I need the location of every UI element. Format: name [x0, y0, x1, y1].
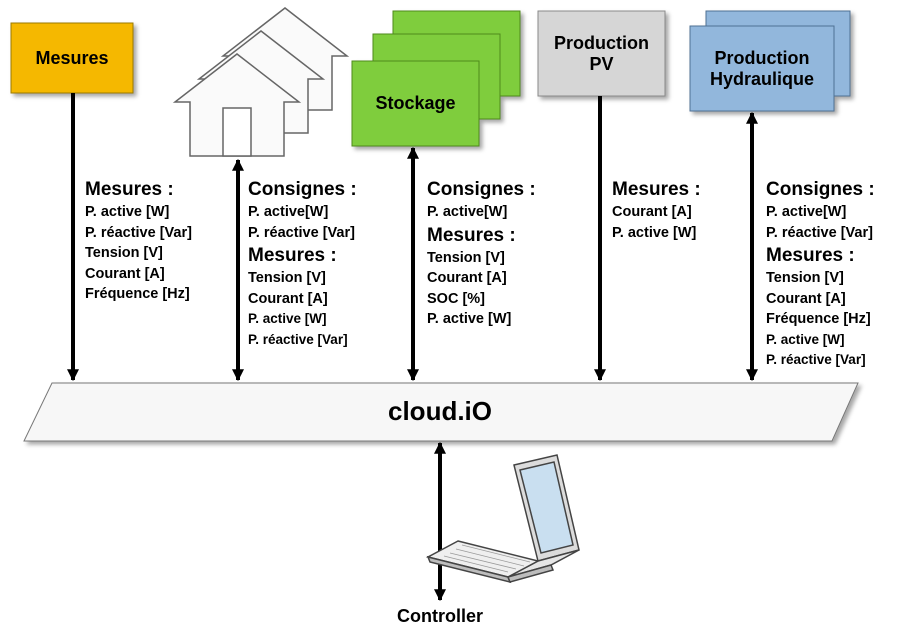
pv-column-text: Mesures : Courant [A] P. active [W] — [612, 177, 701, 243]
col4-item: Courant [A] — [612, 204, 692, 220]
mesures-box-label: Mesures — [35, 47, 109, 68]
col1-heading: Mesures : — [85, 179, 174, 200]
col2-consigne-item: P. réactive [Var] — [248, 224, 355, 241]
stockage-box-label: Stockage — [375, 93, 456, 114]
cloudio-label: cloud.iO — [388, 396, 492, 427]
col5-consigne-item: P. active[W] — [766, 204, 847, 220]
col2-consignes-heading: Consignes : — [248, 179, 357, 200]
col2-mesure-item: P. réactive [Var] — [248, 331, 348, 347]
col2-mesure-item: P. active [W] — [248, 311, 327, 326]
col2-mesures-heading: Mesures : — [248, 245, 337, 266]
col3-mesure-item: Courant [A] — [427, 270, 507, 286]
col5-mesure-item: Tension [V] — [766, 270, 844, 286]
col3-consigne-item: P. active[W] — [427, 204, 508, 220]
cloudio-bus — [23, 382, 859, 442]
production-pv-label: Production PV — [554, 32, 649, 74]
mesures-box — [10, 22, 134, 94]
col4-item: P. active [W] — [612, 224, 697, 241]
houses-column-text: Consignes : P. active[W] P. réactive [Va… — [248, 177, 357, 350]
col2-mesure-item: Tension [V] — [248, 270, 326, 286]
col1-item: P. réactive [Var] — [85, 224, 192, 241]
col2-mesure-item: Courant [A] — [248, 290, 328, 307]
stockage-column-text: Consignes : P. active[W] Mesures : Tensi… — [427, 177, 536, 330]
col1-item: Tension [V] — [85, 245, 163, 261]
house-stack-icon — [172, 7, 350, 157]
production-hydraulique-box — [689, 10, 851, 112]
col5-mesure-item: Fréquence [Hz] — [766, 311, 871, 327]
col1-item: P. active [W] — [85, 204, 170, 220]
col5-mesures-heading: Mesures : — [766, 245, 855, 266]
col3-mesure-item: P. active [W] — [427, 311, 512, 327]
col3-mesure-item: Tension [V] — [427, 249, 505, 266]
col3-mesures-heading: Mesures : — [427, 224, 516, 246]
stockage-box — [351, 10, 521, 147]
production-hydraulique-label: Production Hydraulique — [709, 47, 815, 89]
laptop-icon — [425, 454, 580, 584]
controller-label: Controller — [396, 605, 483, 626]
col1-item: Fréquence [Hz] — [85, 286, 190, 302]
production-pv-box — [537, 10, 666, 97]
col2-consigne-item: P. active[W] — [248, 204, 329, 220]
mesures-column-text: Mesures : P. active [W] P. réactive [Var… — [85, 177, 192, 305]
col5-mesure-item: P. réactive [Var] — [766, 352, 866, 367]
col5-consigne-item: P. réactive [Var] — [766, 224, 873, 241]
col3-consignes-heading: Consignes : — [427, 179, 536, 200]
col4-heading: Mesures : — [612, 179, 701, 200]
col1-item: Courant [A] — [85, 265, 165, 282]
col5-mesure-item: P. active [W] — [766, 331, 845, 347]
col5-consignes-heading: Consignes : — [766, 179, 875, 200]
col5-mesure-item: Courant [A] — [766, 290, 846, 307]
hydro-column-text: Consignes : P. active[W] P. réactive [Va… — [766, 177, 875, 371]
col3-mesure-item: SOC [%] — [427, 290, 485, 307]
